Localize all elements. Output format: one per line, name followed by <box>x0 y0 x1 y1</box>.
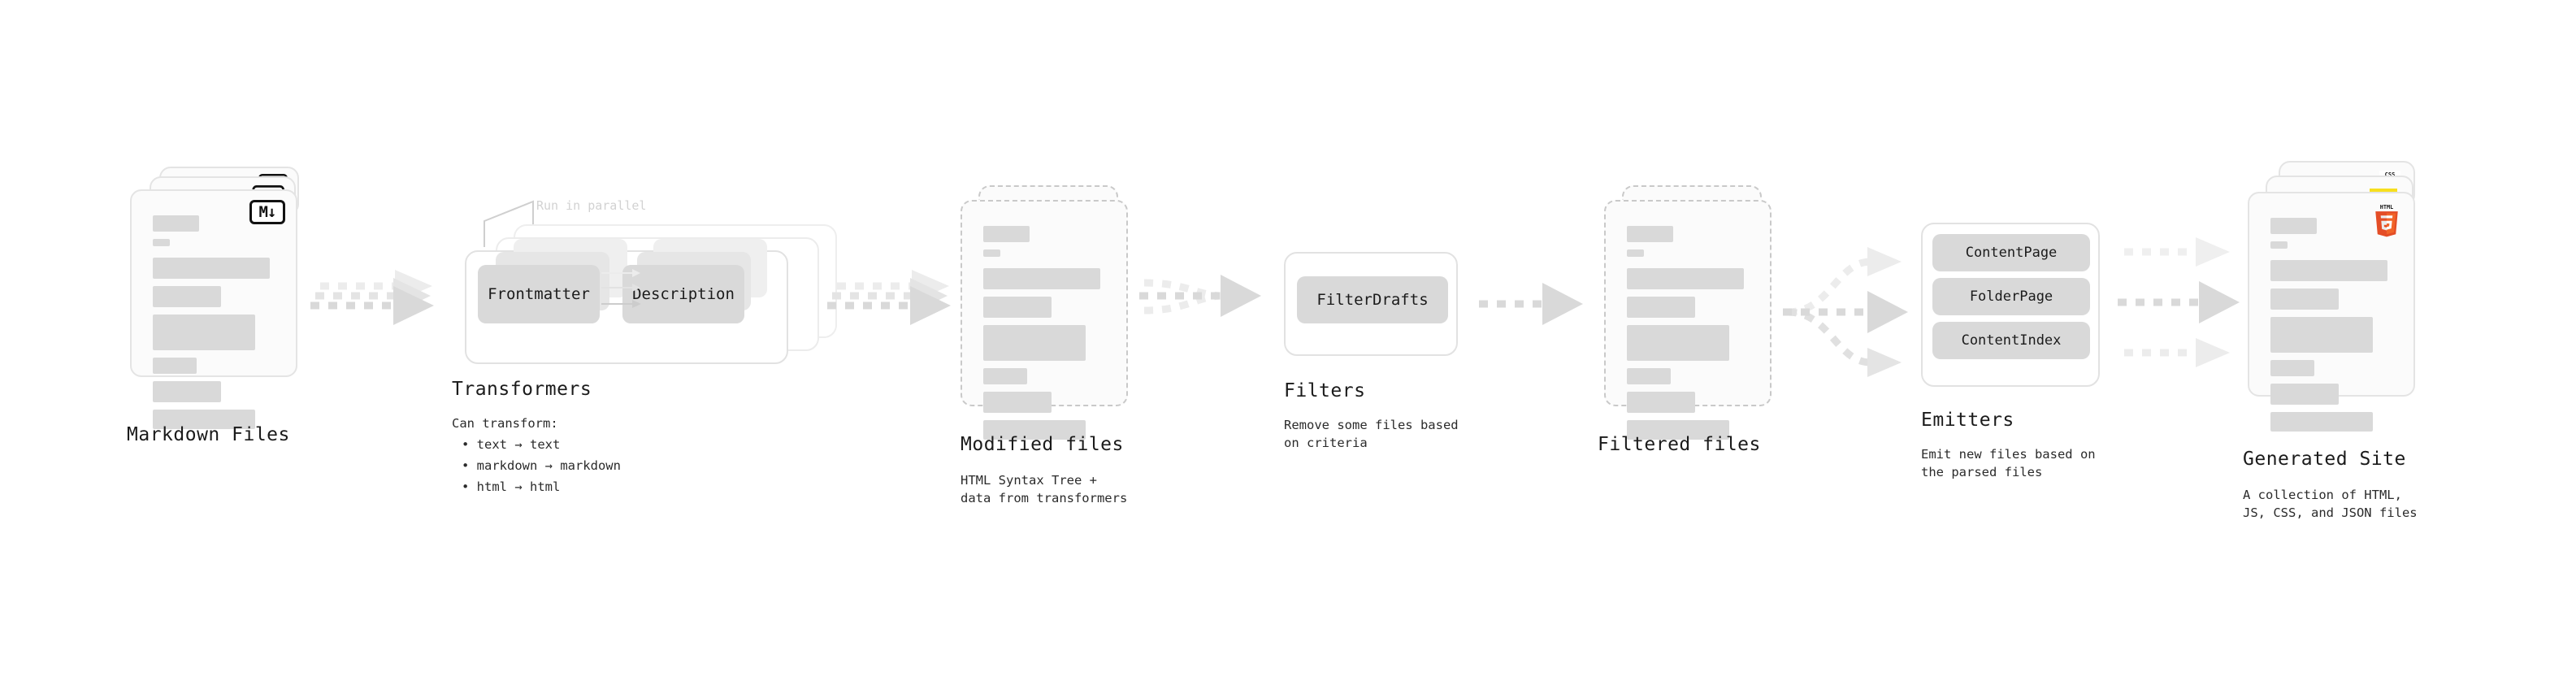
content-bar <box>1627 297 1695 318</box>
emitter-pill-contentpage[interactable]: ContentPage <box>1932 234 2090 271</box>
content-bar <box>983 226 1030 242</box>
content-bar <box>153 258 270 279</box>
connector-modified-to-filters <box>1139 275 1261 317</box>
content-bar <box>153 239 170 246</box>
content-bar <box>153 410 255 429</box>
markdown-card-content <box>132 191 296 429</box>
run-in-parallel-bracket <box>484 200 534 247</box>
site-card-front-html: HTML <box>2248 192 2415 432</box>
content-bar <box>2270 384 2339 405</box>
markdown-files-title: Markdown Files <box>127 424 290 445</box>
transformers-box-front: Frontmatter Description <box>465 239 788 364</box>
connector-filters-to-filtered <box>1479 283 1583 325</box>
content-bar <box>153 314 255 350</box>
transformers-bullets-heading: Can transform: <box>452 416 558 431</box>
filters-group-box: FilterDrafts <box>1284 252 1458 356</box>
content-bar <box>153 215 199 232</box>
connector-emitters-to-site <box>2118 237 2240 367</box>
transformers-bullet-2: • html → html <box>462 479 561 494</box>
modified-files-title: Modified files <box>961 434 1124 455</box>
modified-files-subtitle: HTML Syntax Tree + data from transformer… <box>961 473 1128 506</box>
content-bar <box>983 325 1086 361</box>
content-bar <box>1627 368 1671 384</box>
content-bar <box>2270 260 2387 281</box>
svg-text:HTML: HTML <box>2380 204 2393 210</box>
content-bar <box>983 392 1052 413</box>
emitters-title: Emitters <box>1921 410 2014 431</box>
transformer-pill-description[interactable]: Description <box>622 265 744 323</box>
content-bar <box>1627 392 1695 413</box>
filters-subtitle: Remove some files based on criteria <box>1284 418 1459 451</box>
emitters-subtitle: Emit new files based on the parsed files <box>1921 447 2096 480</box>
markdown-badge-icon: M↓ <box>249 200 285 224</box>
connector-filtered-to-emitters <box>1783 247 1908 377</box>
content-bar <box>153 286 221 307</box>
css-badge-label: CSS <box>2384 171 2396 178</box>
content-bar <box>153 381 221 402</box>
connector-transformers-to-modified <box>827 270 951 325</box>
content-bar <box>983 368 1027 384</box>
content-bar <box>2270 218 2317 234</box>
content-bar <box>1627 226 1673 242</box>
content-bar <box>983 268 1100 289</box>
emitter-pill-folderpage[interactable]: FolderPage <box>1932 278 2090 315</box>
content-bar <box>2270 360 2314 376</box>
content-bar <box>2270 241 2288 249</box>
filtered-files-title: Filtered files <box>1598 434 1761 455</box>
content-bar <box>983 297 1052 318</box>
content-bar <box>1627 268 1744 289</box>
content-bar <box>1627 249 1644 257</box>
transformer-pill-frontmatter[interactable]: Frontmatter <box>478 265 600 323</box>
filters-title: Filters <box>1284 380 1366 401</box>
transformer-inner-arrows <box>601 269 641 308</box>
content-bar <box>983 420 1086 440</box>
content-bar <box>2270 412 2373 432</box>
content-bar <box>1627 420 1729 440</box>
content-bar <box>153 358 197 374</box>
markdown-card-front: M↓ <box>130 189 297 429</box>
content-bar <box>2270 288 2339 310</box>
site-card-content <box>2249 193 2413 432</box>
transformers-title: Transformers <box>452 379 592 400</box>
generated-site-title: Generated Site <box>2243 449 2406 470</box>
filtered-card-front <box>1604 200 1772 440</box>
generated-site-subtitle: A collection of HTML, JS, CSS, and JSON … <box>2243 488 2418 521</box>
filter-pill-filterdrafts[interactable]: FilterDrafts <box>1297 276 1448 323</box>
connector-markdown-to-transformers <box>310 270 434 325</box>
html5-badge-icon: HTML <box>2375 204 2398 237</box>
transformers-bullet-0: • text → text <box>462 437 561 452</box>
content-bar <box>983 249 1000 257</box>
filtered-card-content <box>1606 202 1770 440</box>
modified-card-content <box>962 202 1126 440</box>
content-bar <box>1627 325 1729 361</box>
emitters-group-box: ContentPage FolderPage ContentIndex <box>1921 223 2100 387</box>
emitter-pill-contentindex[interactable]: ContentIndex <box>1932 322 2090 359</box>
modified-card-front <box>961 200 1128 440</box>
transformers-bullet-1: • markdown → markdown <box>462 458 621 473</box>
content-bar <box>2270 317 2373 353</box>
run-in-parallel-label: Run in parallel <box>536 198 647 213</box>
